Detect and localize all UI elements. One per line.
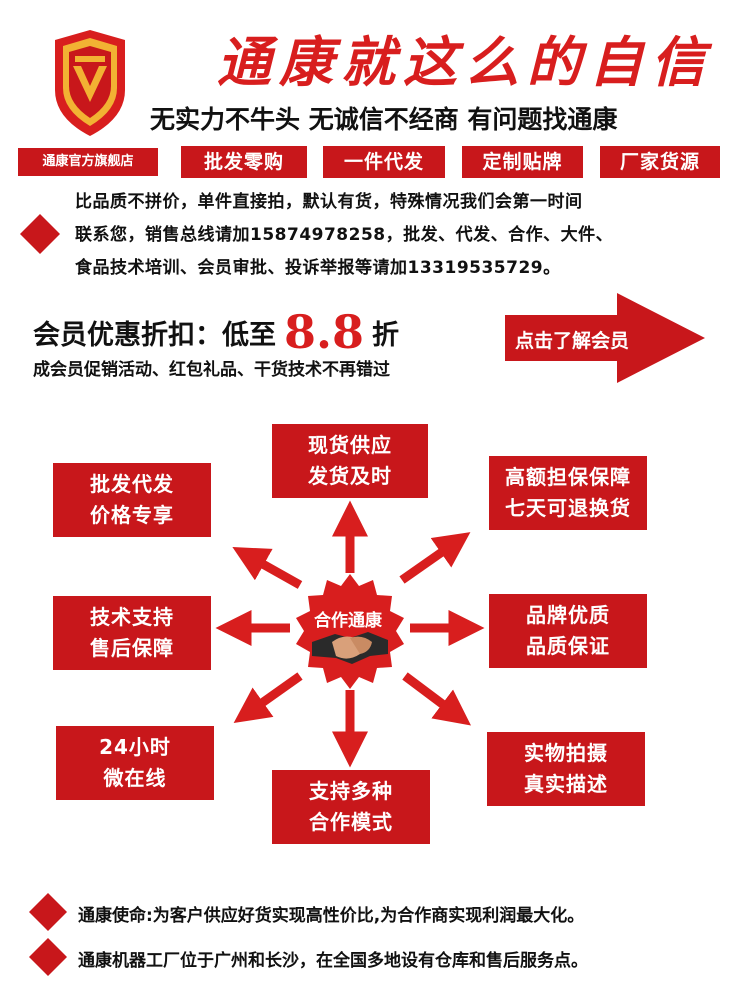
- box-bottom-right: 实物拍摄 真实描述: [487, 732, 645, 806]
- center-label: 合作通康: [314, 611, 382, 631]
- box-right: 品牌优质 品质保证: [489, 594, 647, 668]
- box-line: 支持多种: [309, 779, 393, 803]
- member-suffix: 折: [372, 320, 400, 351]
- member-cta-arrow[interactable]: [505, 293, 705, 383]
- slogan: 无实力不牛头 无诚信不经商 有问题找通康: [150, 105, 618, 134]
- info-line: 联系您，销售总线请加15874978258，批发、代发、合作、大件、: [75, 225, 614, 245]
- box-line: 品牌优质: [526, 603, 610, 627]
- box-line: 技术支持: [90, 605, 174, 629]
- box-line: 实物拍摄: [524, 741, 608, 765]
- diamond-bullet-icon: [29, 938, 67, 976]
- info-line: 食品技术培训、会员审批、投诉举报等请加13319535729。: [75, 258, 561, 278]
- box-bottom-left: 24小时 微在线: [56, 726, 214, 800]
- brand-logo-icon: [55, 30, 125, 136]
- box-line: 24小时: [99, 735, 171, 759]
- box-line: 真实描述: [524, 772, 608, 796]
- tag-factory-source[interactable]: 厂家货源: [600, 146, 720, 178]
- box-line: 微在线: [103, 766, 167, 790]
- box-line: 高额担保保障: [505, 465, 631, 489]
- member-subtitle: 成会员促销活动、红包礼品、干货技术不再错过: [33, 360, 390, 380]
- footer-factory: 通康机器工厂位于广州和长沙，在全国多地设有仓库和售后服务点。: [78, 951, 588, 971]
- box-left: 技术支持 售后保障: [53, 596, 211, 670]
- box-line: 发货及时: [308, 464, 392, 488]
- tag-wholesale[interactable]: 批发零购: [181, 146, 307, 178]
- center-seal: [296, 574, 404, 689]
- box-top-right: 高额担保保障 七天可退换货: [489, 456, 647, 530]
- info-line: 比品质不拼价，单件直接拍，默认有货，特殊情况我们会第一时间: [75, 192, 583, 212]
- member-cta-button[interactable]: 点击了解会员: [515, 330, 630, 352]
- box-line: 品质保证: [526, 634, 610, 658]
- info-text: 比品质不拼价，单件直接拍，默认有货，特殊情况我们会第一时间 联系您，销售总线请加…: [75, 186, 745, 285]
- box-bottom: 支持多种 合作模式: [272, 770, 430, 844]
- discount-value: 8.8: [284, 305, 365, 359]
- box-line: 七天可退换货: [505, 496, 631, 520]
- box-line: 价格专享: [90, 503, 174, 527]
- box-line: 现货供应: [308, 433, 392, 457]
- tag-dropship[interactable]: 一件代发: [323, 146, 445, 178]
- store-label: 通康官方旗舰店: [18, 148, 158, 176]
- box-top-left: 批发代发 价格专享: [53, 463, 211, 537]
- handshake-icon: [312, 632, 388, 664]
- diamond-bullet-icon: [29, 893, 67, 931]
- box-line: 合作模式: [309, 810, 393, 834]
- page-title: 通康就这么的自信: [217, 30, 713, 94]
- box-line: 批发代发: [90, 472, 174, 496]
- member-prefix: 会员优惠折扣：低至: [33, 320, 276, 351]
- footer-mission: 通康使命:为客户供应好货实现高性价比,为合作商实现利润最大化。: [78, 906, 585, 926]
- box-top: 现货供应 发货及时: [272, 424, 428, 498]
- tag-custom-label[interactable]: 定制贴牌: [462, 146, 583, 178]
- box-line: 售后保障: [90, 636, 174, 660]
- diamond-bullet-icon: [20, 214, 60, 254]
